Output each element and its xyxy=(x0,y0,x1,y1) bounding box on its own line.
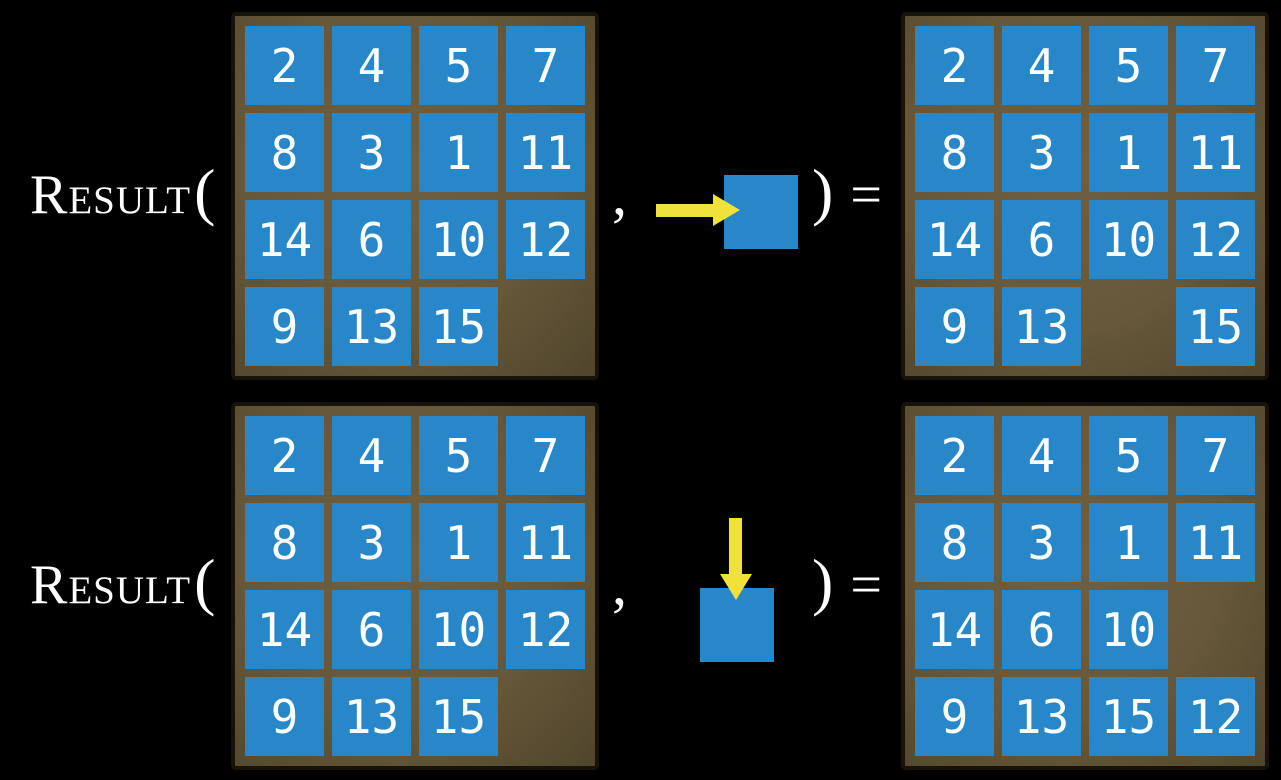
puzzle-tile: 9 xyxy=(245,677,324,756)
puzzle-tile: 6 xyxy=(1002,590,1081,669)
puzzle-tile: 4 xyxy=(332,416,411,495)
result-function-label: Result( xyxy=(30,160,215,224)
puzzle-tile: 8 xyxy=(915,113,994,192)
puzzle-tile: 1 xyxy=(419,503,498,582)
puzzle-tile: 5 xyxy=(1089,416,1168,495)
function-name: Result xyxy=(30,164,192,226)
puzzle-tile: 10 xyxy=(1089,200,1168,279)
empty-cell xyxy=(506,287,585,366)
action-move-tile-down xyxy=(700,518,774,664)
arrow-down-icon xyxy=(720,518,752,600)
puzzle-tile: 1 xyxy=(1089,113,1168,192)
puzzle-tile: 5 xyxy=(1089,26,1168,105)
puzzle-tile: 10 xyxy=(1089,590,1168,669)
close-paren-equals: ) = xyxy=(812,160,882,224)
action-move-tile-right xyxy=(656,175,804,249)
close-paren-equals: ) = xyxy=(812,550,882,614)
puzzle-tile: 2 xyxy=(245,26,324,105)
equals-sign: = xyxy=(850,164,882,226)
open-paren: ( xyxy=(194,156,216,227)
puzzle-tile: 6 xyxy=(332,590,411,669)
puzzle-tile: 15 xyxy=(419,287,498,366)
puzzle-tile: 11 xyxy=(506,503,585,582)
puzzle-tile: 15 xyxy=(1089,677,1168,756)
close-paren: ) xyxy=(812,546,834,617)
open-paren: ( xyxy=(194,546,216,617)
puzzle-tile: 8 xyxy=(245,503,324,582)
puzzle-tile: 13 xyxy=(332,677,411,756)
puzzle-tile: 13 xyxy=(332,287,411,366)
arrow-right-icon xyxy=(656,194,740,226)
puzzle-tile: 9 xyxy=(915,287,994,366)
puzzle-tile: 8 xyxy=(245,113,324,192)
puzzle-tile: 1 xyxy=(1089,503,1168,582)
puzzle-tile: 15 xyxy=(419,677,498,756)
puzzle-tile: 3 xyxy=(332,503,411,582)
puzzle-tile: 2 xyxy=(245,416,324,495)
puzzle-tile: 7 xyxy=(1176,416,1255,495)
comma-separator: , xyxy=(612,161,627,227)
puzzle-tile: 11 xyxy=(1176,113,1255,192)
puzzle-tile: 11 xyxy=(506,113,585,192)
puzzle-tile: 2 xyxy=(915,416,994,495)
puzzle-tile: 13 xyxy=(1002,677,1081,756)
empty-cell xyxy=(1089,287,1168,366)
puzzle-tile: 13 xyxy=(1002,287,1081,366)
puzzle-tile: 5 xyxy=(419,26,498,105)
function-name: Result xyxy=(30,554,192,616)
moving-tile xyxy=(700,588,774,662)
puzzle-tile: 12 xyxy=(1176,200,1255,279)
puzzle-tile: 14 xyxy=(245,200,324,279)
puzzle-tile: 10 xyxy=(419,200,498,279)
puzzle-tile: 6 xyxy=(332,200,411,279)
puzzle-tile: 14 xyxy=(915,200,994,279)
equals-sign: = xyxy=(850,554,882,616)
puzzle-tile: 3 xyxy=(1002,113,1081,192)
puzzle-tile: 15 xyxy=(1176,287,1255,366)
puzzle-tile: 7 xyxy=(1176,26,1255,105)
puzzle-tile: 4 xyxy=(332,26,411,105)
puzzle-tile: 4 xyxy=(1002,416,1081,495)
puzzle-tile: 7 xyxy=(506,26,585,105)
puzzle-tile: 9 xyxy=(915,677,994,756)
result-function-label: Result( xyxy=(30,550,215,614)
puzzle-tile: 4 xyxy=(1002,26,1081,105)
puzzle-tile: 14 xyxy=(245,590,324,669)
puzzle-tile: 10 xyxy=(419,590,498,669)
comma-separator: , xyxy=(612,551,627,617)
puzzle-tile: 9 xyxy=(245,287,324,366)
puzzle-tile: 3 xyxy=(1002,503,1081,582)
empty-cell xyxy=(506,677,585,756)
puzzle-tile: 3 xyxy=(332,113,411,192)
puzzle-tile: 12 xyxy=(506,200,585,279)
puzzle-tile: 5 xyxy=(419,416,498,495)
empty-cell xyxy=(1176,590,1255,669)
puzzle-tile: 12 xyxy=(506,590,585,669)
puzzle-tile: 11 xyxy=(1176,503,1255,582)
puzzle-tile: 1 xyxy=(419,113,498,192)
puzzle-tile: 6 xyxy=(1002,200,1081,279)
close-paren: ) xyxy=(812,156,834,227)
puzzle-tile: 2 xyxy=(915,26,994,105)
puzzle-tile: 14 xyxy=(915,590,994,669)
puzzle-tile: 12 xyxy=(1176,677,1255,756)
puzzle-tile: 7 xyxy=(506,416,585,495)
puzzle-tile: 8 xyxy=(915,503,994,582)
